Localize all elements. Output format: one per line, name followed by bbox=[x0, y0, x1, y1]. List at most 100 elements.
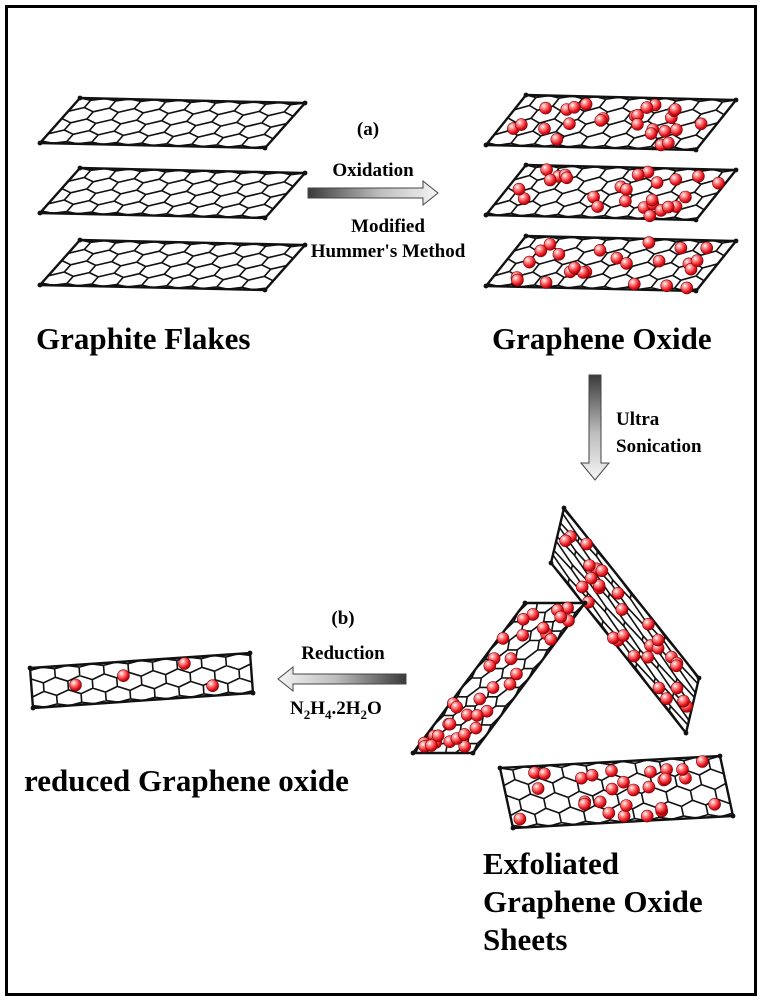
oxygen-atom bbox=[563, 117, 576, 130]
oxygen-atom bbox=[544, 633, 558, 646]
oxygen-atom bbox=[592, 579, 606, 592]
oxygen-atom bbox=[575, 771, 588, 785]
lattice-node bbox=[77, 165, 83, 171]
oxygen-atom bbox=[619, 194, 632, 208]
oxygen-atom bbox=[552, 248, 566, 261]
oxygen-atom bbox=[510, 667, 523, 681]
lattice-node bbox=[302, 100, 308, 106]
lattice-node bbox=[683, 730, 689, 736]
lattice-node bbox=[250, 690, 256, 696]
lattice-node bbox=[522, 600, 528, 606]
oxygen-atom bbox=[700, 241, 714, 255]
oxygen-atom bbox=[627, 783, 640, 797]
oxygen-atom bbox=[642, 780, 656, 794]
oxygen-atom bbox=[695, 755, 709, 768]
ultra-label: Ultra bbox=[616, 409, 660, 430]
lattice-node bbox=[302, 242, 308, 248]
hexagonal-lattice bbox=[41, 239, 306, 291]
oxygen-atom bbox=[593, 244, 607, 257]
oxygen-atom bbox=[641, 650, 655, 664]
lattice-node bbox=[582, 600, 588, 606]
oxygen-atom bbox=[642, 236, 656, 249]
oxygen-atom bbox=[584, 571, 598, 585]
oxygen-atom bbox=[605, 782, 619, 796]
lattice-node bbox=[37, 210, 43, 216]
oxygen-atom bbox=[567, 101, 581, 114]
oxygen-atom bbox=[486, 681, 500, 694]
oxygen-atom bbox=[496, 632, 510, 645]
graphene-oxide-title: Graphene Oxide bbox=[492, 321, 712, 356]
oxygen-atom bbox=[670, 123, 683, 137]
lattice-node bbox=[693, 147, 699, 153]
oxygen-atom bbox=[668, 103, 682, 116]
oxygen-atom bbox=[512, 182, 526, 196]
oxygen-atom bbox=[643, 209, 657, 223]
oxygen-atom bbox=[425, 739, 438, 752]
oxygen-atom bbox=[578, 797, 591, 811]
oxygen-atom bbox=[554, 610, 568, 624]
oxygen-atom bbox=[560, 171, 574, 185]
graphite-sheet-2 bbox=[37, 165, 308, 221]
oxidation-arrow bbox=[307, 179, 439, 207]
lattice-node bbox=[548, 560, 554, 566]
lattice-node bbox=[262, 215, 268, 221]
lattice-node bbox=[733, 238, 739, 244]
oxygen-atom bbox=[631, 168, 645, 181]
lattice-node bbox=[37, 282, 43, 288]
reagent-n: N bbox=[290, 698, 304, 719]
oxygen-atom bbox=[431, 729, 445, 743]
hexagonal-lattice bbox=[29, 653, 254, 708]
reagent-n-sub: 2 bbox=[303, 706, 311, 722]
oxygen-atom bbox=[575, 580, 589, 594]
hexagonal-lattice bbox=[41, 167, 306, 219]
oxygen-atom bbox=[651, 633, 665, 647]
reagent-h: H bbox=[310, 698, 326, 719]
exfoliated-title-line3: Sheets bbox=[483, 922, 568, 957]
oxygen-atom bbox=[640, 101, 654, 114]
oxygen-atom bbox=[117, 669, 130, 683]
oxygen-atom bbox=[443, 717, 457, 731]
oxygen-atom bbox=[627, 649, 641, 663]
oxygen-atom bbox=[585, 768, 599, 782]
oxygen-atom bbox=[543, 238, 557, 251]
graphene-oxide-sheet-3 bbox=[483, 233, 739, 295]
oxygen-atom bbox=[69, 678, 82, 692]
oxygen-atom bbox=[669, 173, 683, 186]
oxygen-atom bbox=[538, 122, 551, 136]
oxygen-atom bbox=[644, 127, 658, 140]
oxygen-atom bbox=[694, 117, 708, 131]
oxygen-atom bbox=[470, 709, 484, 722]
oxygen-atom bbox=[458, 728, 471, 741]
oxygen-atom bbox=[616, 629, 630, 642]
oxygen-atom bbox=[617, 775, 630, 789]
lattice-node bbox=[497, 765, 503, 771]
oxygen-atom bbox=[690, 254, 704, 267]
oxygen-atom bbox=[583, 559, 596, 572]
oxygen-atom bbox=[684, 262, 698, 276]
oxygen-atom bbox=[680, 281, 694, 295]
oxygen-atom bbox=[483, 659, 497, 673]
lattice-node bbox=[696, 675, 702, 681]
oxygen-atom bbox=[620, 183, 633, 196]
lattice-node bbox=[302, 170, 308, 176]
hexagonal-lattice bbox=[41, 97, 306, 149]
oxygen-atom bbox=[595, 564, 609, 578]
graphene-oxide-sheet-2 bbox=[483, 162, 739, 223]
oxygen-atom bbox=[652, 254, 666, 268]
oxygen-atom bbox=[650, 176, 664, 189]
oxygen-atom bbox=[631, 118, 644, 131]
oxygen-atom bbox=[514, 118, 528, 131]
lattice-node bbox=[523, 92, 529, 98]
oxygen-atom bbox=[645, 193, 659, 207]
lattice-node bbox=[523, 233, 529, 239]
oxygen-atom bbox=[627, 277, 641, 291]
oxygen-atom bbox=[594, 114, 608, 127]
oxygen-atom bbox=[676, 763, 689, 776]
lattice-node bbox=[483, 142, 489, 148]
oxygen-atom bbox=[516, 612, 530, 626]
reduced-graphene-oxide-sheet bbox=[27, 650, 256, 711]
oxygen-atom bbox=[712, 176, 725, 190]
reagent-mid: .2H bbox=[331, 698, 361, 719]
exfoliated-sheet-diagonal bbox=[410, 600, 588, 756]
oxygen-atom bbox=[550, 133, 564, 146]
